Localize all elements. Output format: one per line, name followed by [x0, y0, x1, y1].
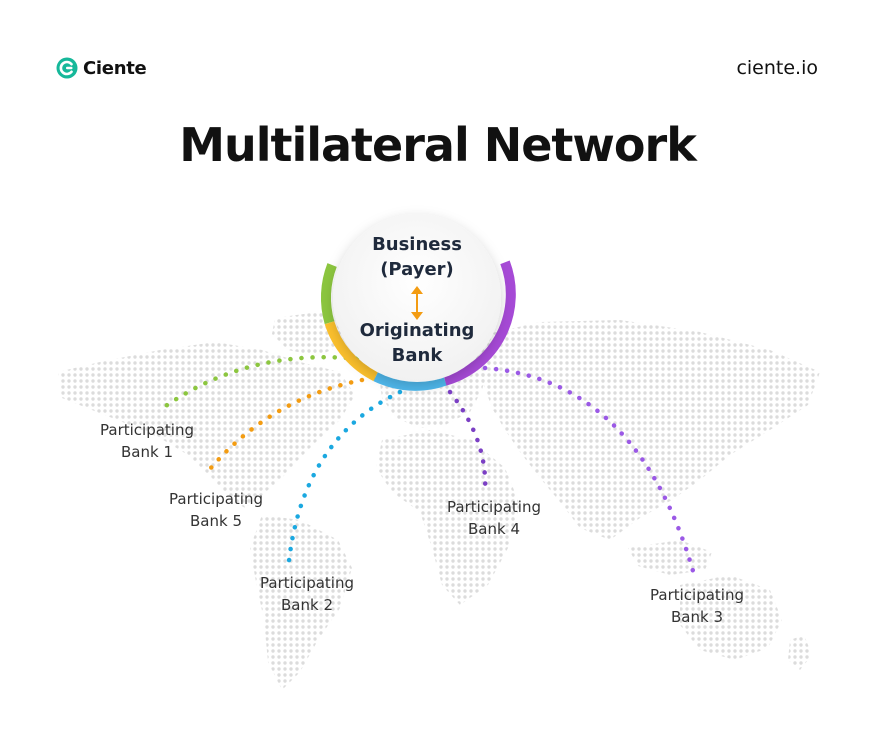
- hub-line-business: Business: [372, 234, 462, 255]
- bank-5-line2: Bank 5: [190, 512, 242, 530]
- hub-ring-blue: [373, 372, 447, 391]
- bank-2-line2: Bank 2: [281, 596, 333, 614]
- bank-4-line1: Participating: [447, 498, 541, 516]
- bank-3-line2: Bank 3: [671, 608, 723, 626]
- bank-label-4: Participating Bank 4: [424, 496, 564, 540]
- bank-5-line1: Participating: [169, 490, 263, 508]
- connection-line-bank-5: [202, 375, 376, 478]
- connection-line-bank-4: [447, 389, 488, 495]
- hub-ring-green: [321, 263, 337, 325]
- hub-node: Business (Payer) Originating Bank: [321, 214, 516, 391]
- hub-line-originating: Originating: [360, 320, 475, 341]
- double-arrow-icon: [411, 286, 423, 320]
- bank-1-line2: Bank 1: [121, 443, 173, 461]
- connection-lines: [157, 354, 698, 581]
- bank-label-2: Participating Bank 2: [237, 572, 377, 616]
- brand-name: Ciente: [83, 57, 147, 79]
- bank-3-line1: Participating: [650, 586, 744, 604]
- connection-line-bank-1: [157, 354, 371, 413]
- bank-4-line2: Bank 4: [468, 520, 520, 538]
- bank-label-5: Participating Bank 5: [146, 488, 286, 532]
- bank-2-line1: Participating: [260, 574, 354, 592]
- bank-1-line1: Participating: [100, 421, 194, 439]
- ciente-logo-icon: [56, 57, 78, 79]
- site-url[interactable]: ciente.io: [736, 57, 818, 79]
- connection-line-bank-3: [482, 365, 698, 581]
- hub-ring-purple: [443, 260, 516, 386]
- hub-line-payer: (Payer): [380, 259, 454, 280]
- hub-ring-yellow: [324, 321, 379, 382]
- connection-line-bank-2: [285, 389, 403, 573]
- hub-line-bank: Bank: [392, 345, 444, 366]
- ciente-logo: Ciente: [55, 56, 147, 80]
- bank-label-1: Participating Bank 1: [77, 419, 217, 463]
- bank-label-3: Participating Bank 3: [627, 584, 767, 628]
- diagram-title: Multilateral Network: [179, 118, 697, 172]
